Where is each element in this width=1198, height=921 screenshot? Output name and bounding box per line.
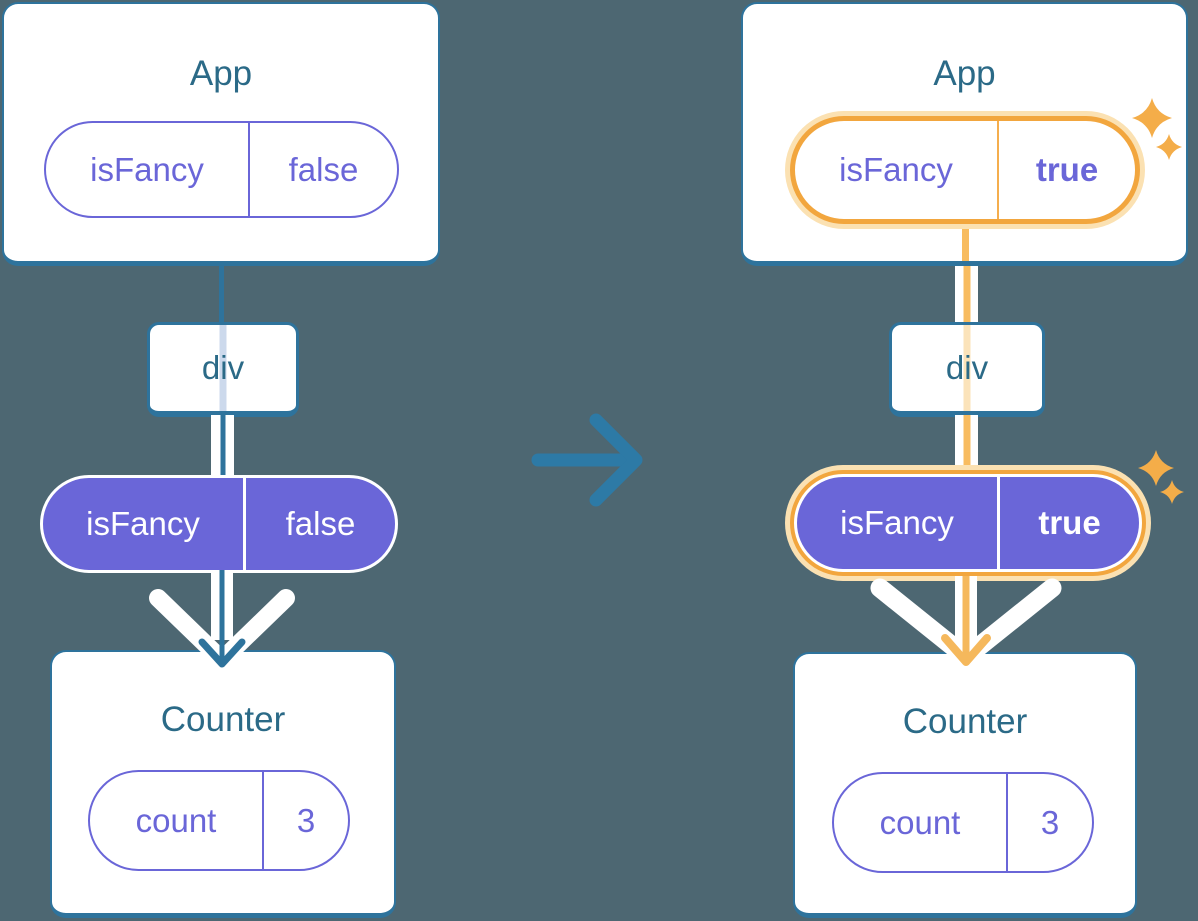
sparkle-big xyxy=(1132,98,1172,138)
before-counter-state-name: count xyxy=(90,772,264,869)
after-counter-state-pill: count 3 xyxy=(832,772,1094,873)
after-counter-card: Counter count 3 xyxy=(793,652,1137,918)
before-app-prop-pill: isFancy false xyxy=(44,121,399,218)
transition-arrow-head xyxy=(589,413,643,507)
after-app-prop-value: true xyxy=(1035,151,1099,188)
after-counter-state-value: 3 xyxy=(1040,803,1060,841)
after-app-title: App xyxy=(933,54,996,93)
after-passed-prop-pill: isFancy true xyxy=(790,470,1146,576)
before-app-title: App xyxy=(189,54,253,93)
before-arrow-head xyxy=(198,638,246,668)
sparkle-icon xyxy=(1138,450,1184,504)
before-counter-state-pill: count 3 xyxy=(88,770,350,871)
after-app-card: App isFancy true xyxy=(741,2,1188,266)
before-div-passthrough-line xyxy=(219,325,227,411)
after-div-label: div xyxy=(945,349,989,386)
before-div-box: div xyxy=(147,322,299,417)
after-prop-pipe xyxy=(955,415,978,473)
before-connector-app-div xyxy=(219,265,224,325)
sparkle-small xyxy=(1160,480,1184,504)
before-app-card: App isFancy false xyxy=(2,2,440,266)
after-counter-title: Counter xyxy=(902,702,1028,741)
before-passed-prop-value: false xyxy=(285,505,356,542)
before-passed-prop-pill: isFancy false xyxy=(40,475,398,573)
after-prop-pipe-core xyxy=(963,415,970,473)
after-connector-core xyxy=(963,265,970,325)
after-arrow-head xyxy=(941,634,991,666)
before-app-prop-value: false xyxy=(288,150,359,188)
before-div-label: div xyxy=(201,349,245,386)
before-prop-flow-arrow-icon xyxy=(149,570,295,669)
before-counter-state-value: 3 xyxy=(296,801,316,839)
after-passed-prop-name: isFancy xyxy=(797,477,1000,569)
after-div-box: div xyxy=(889,322,1045,417)
sparkle-big xyxy=(1138,450,1174,486)
after-app-prop-name: isFancy xyxy=(795,121,999,219)
after-passed-prop-value: true xyxy=(1038,504,1101,541)
before-passed-prop-name: isFancy xyxy=(43,478,246,570)
sparkle-icon xyxy=(1132,98,1182,160)
after-app-prop-pill: isFancy true xyxy=(790,116,1140,224)
sparkle-small xyxy=(1156,134,1182,160)
before-counter-title: Counter xyxy=(160,700,286,739)
before-counter-card: Counter count 3 xyxy=(50,650,396,918)
before-app-prop-name: isFancy xyxy=(46,123,250,216)
after-passed-prop-pill-inner: isFancy true xyxy=(797,477,1139,569)
before-prop-pipe xyxy=(211,415,234,479)
after-counter-state-name: count xyxy=(834,774,1008,871)
transition-arrow-icon xyxy=(531,413,643,507)
after-app-prop-stub-line xyxy=(962,224,969,261)
before-prop-pipe-core xyxy=(220,415,225,479)
after-connector-app-div xyxy=(955,265,978,325)
after-prop-flow-arrow-icon xyxy=(870,576,1062,667)
after-div-passthrough-line xyxy=(963,325,971,411)
